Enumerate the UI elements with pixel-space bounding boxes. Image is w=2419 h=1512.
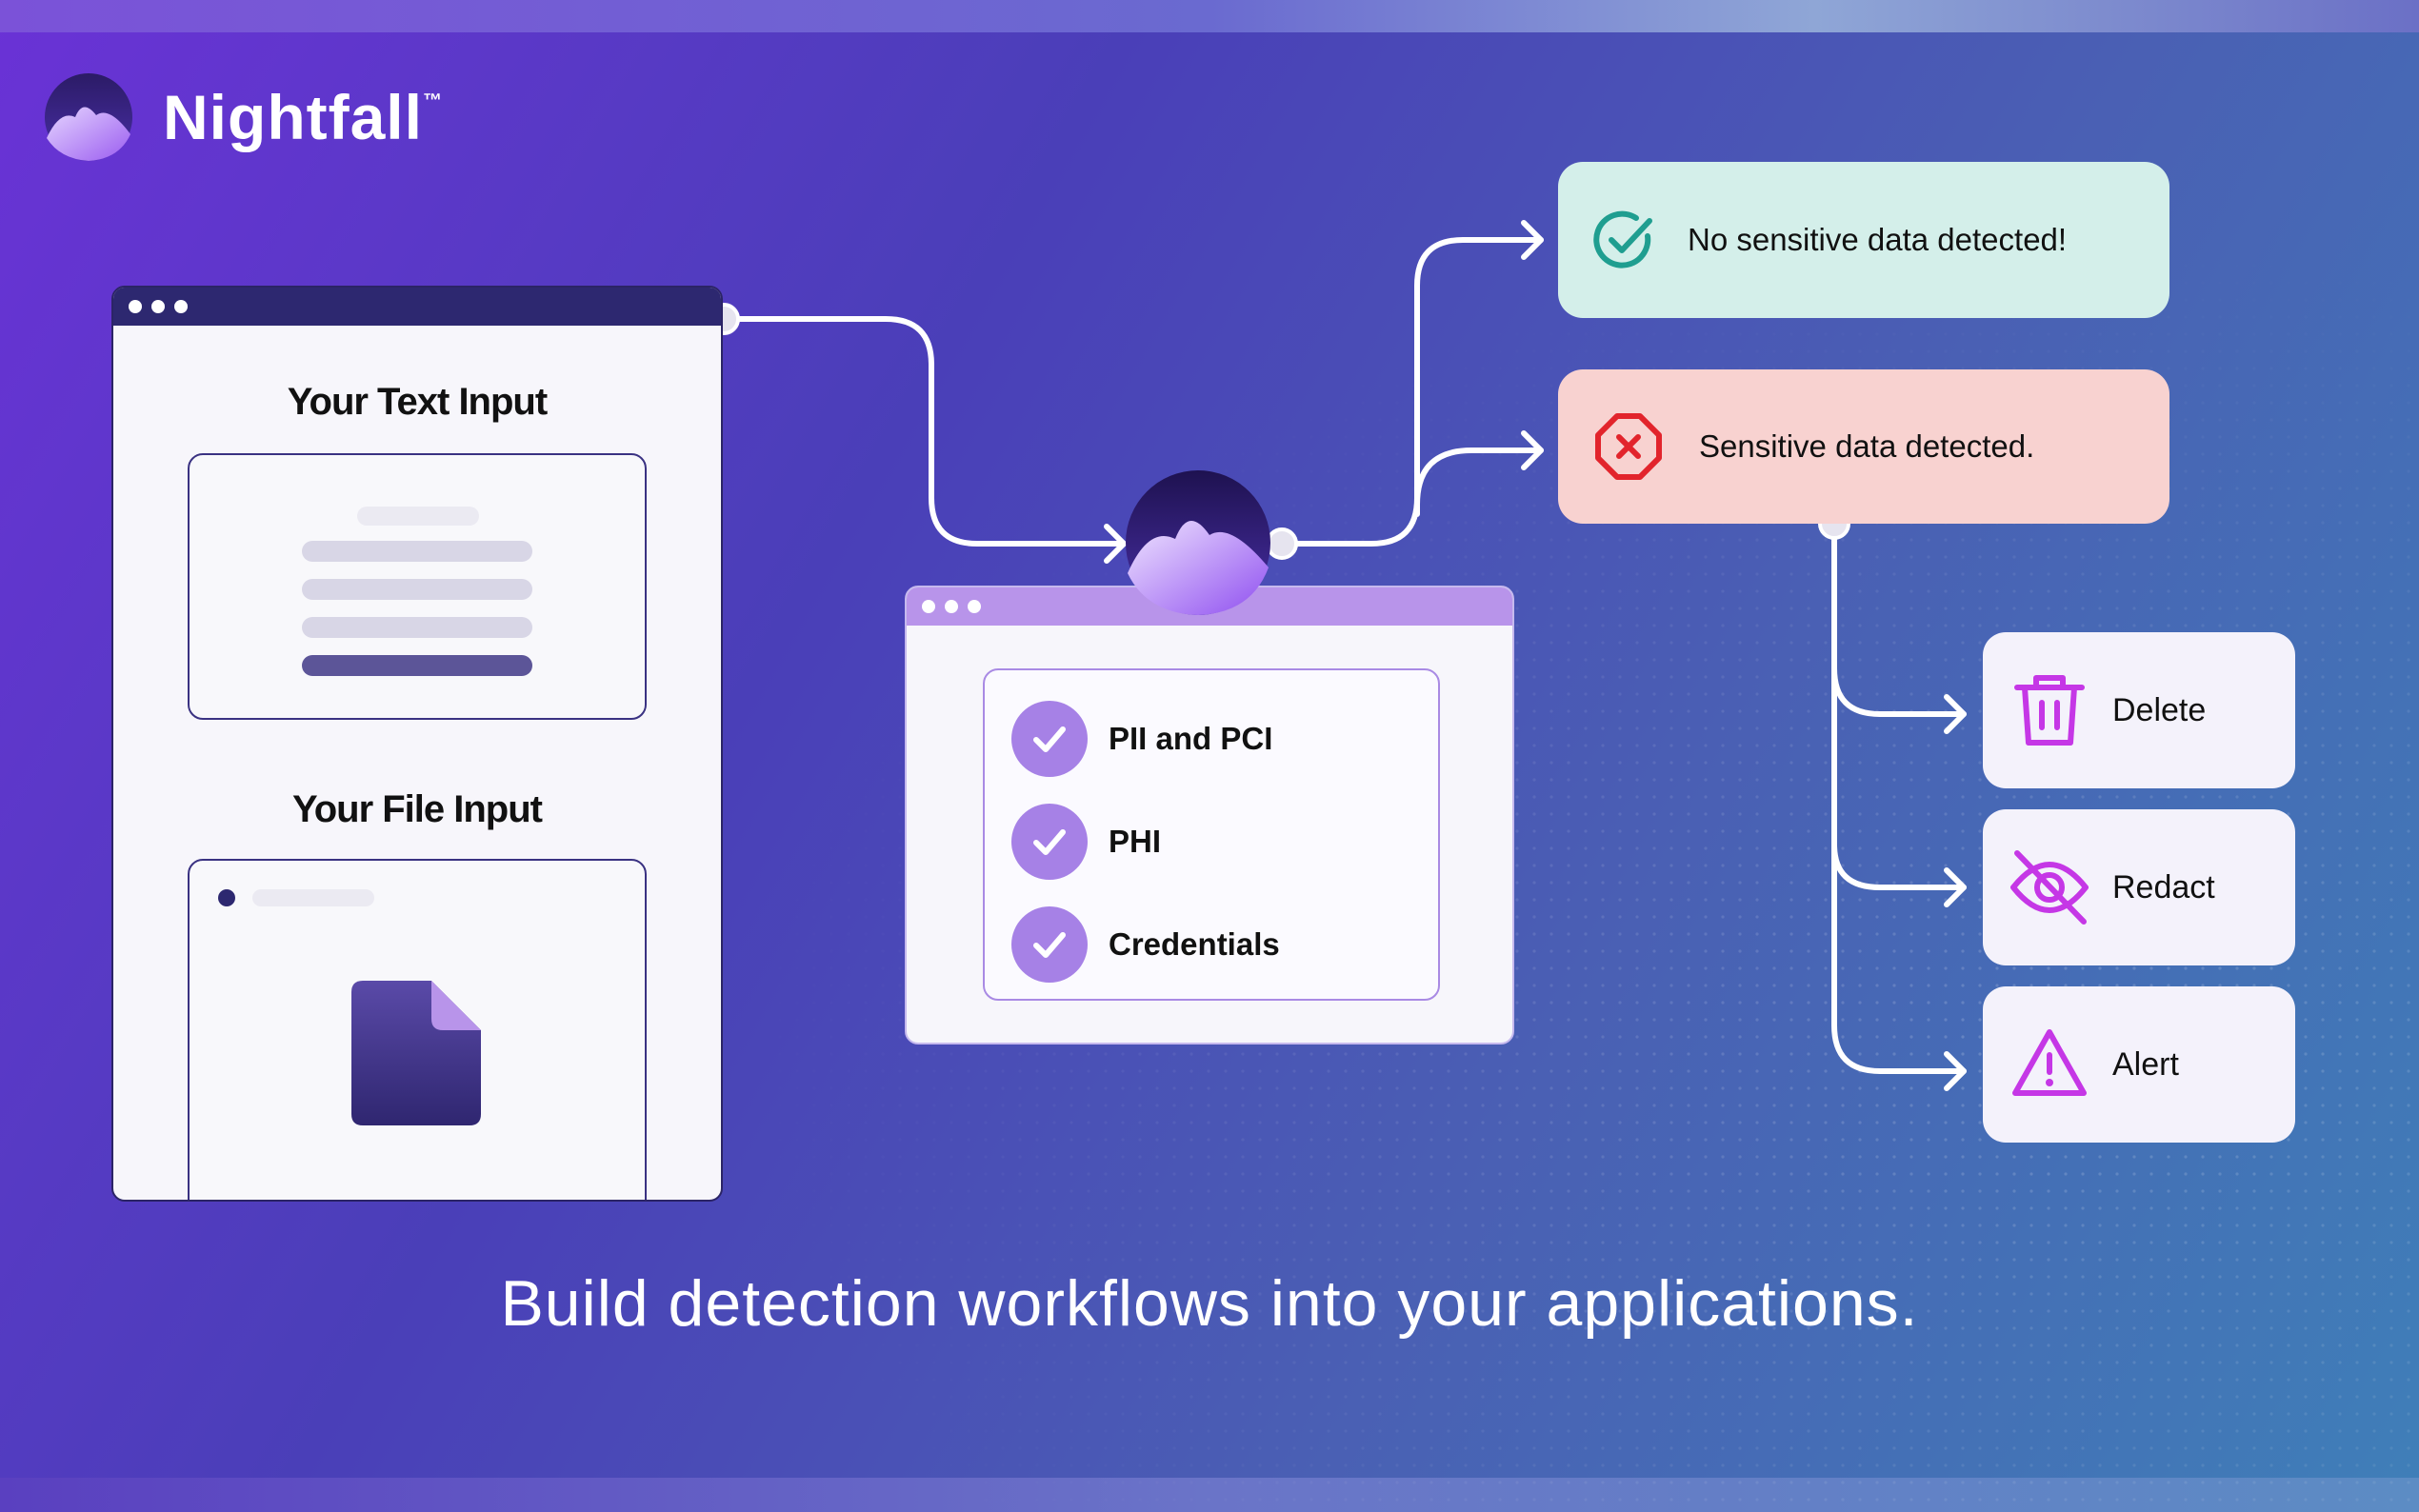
check-circle-icon (1593, 210, 1652, 269)
eye-off-icon (2010, 850, 2089, 925)
result-bad-text: Sensitive data detected. (1699, 428, 2035, 464)
trademark-symbol: ™ (422, 90, 443, 111)
window-dot (968, 600, 981, 613)
action-redact[interactable]: Redact (1983, 809, 2295, 965)
window-dot (174, 300, 188, 313)
window-dot (922, 600, 935, 613)
result-sensitive-data[interactable]: Sensitive data detected. (1558, 369, 2169, 524)
x-octagon-icon (1595, 413, 1662, 480)
brand-name: Nightfall™ (163, 82, 443, 152)
arrow-head-redact (1944, 867, 1967, 907)
nightfall-logo: Nightfall™ (43, 71, 443, 163)
connector-to-alert (1831, 835, 1967, 1074)
text-line (302, 617, 532, 638)
window-dot (945, 600, 958, 613)
checkmark-icon (1011, 906, 1088, 983)
detector-list: PII and PCI PHI Credentials (983, 668, 1440, 1001)
detector-label: Credentials (1109, 926, 1280, 962)
arrow-head-scanner (1104, 524, 1127, 564)
input-window-titlebar (113, 288, 721, 326)
nightfall-scanner-icon (1126, 470, 1270, 615)
result-ok-text: No sensitive data detected! (1688, 222, 2068, 257)
detector-window: PII and PCI PHI Credentials (905, 586, 1514, 1044)
action-alert[interactable]: Alert (1983, 986, 2295, 1143)
file-status-dot (218, 889, 235, 906)
action-delete[interactable]: Delete (1983, 632, 2295, 788)
action-label: Redact (2112, 868, 2215, 905)
warning-icon (2012, 1029, 2087, 1096)
arrow-head-alert (1944, 1051, 1967, 1091)
detector-item[interactable]: PII and PCI (1011, 701, 1272, 777)
detector-item[interactable]: Credentials (1011, 906, 1280, 983)
detector-label: PHI (1109, 824, 1162, 859)
trash-icon (2014, 675, 2085, 746)
connector-bad-to-actions (1831, 521, 1967, 717)
connector-scanner-to-results (1278, 237, 1544, 547)
result-no-sensitive-data[interactable]: No sensitive data detected! (1558, 162, 2169, 318)
action-label: Alert (2112, 1045, 2179, 1083)
text-line (302, 541, 532, 562)
checkmark-icon (1011, 804, 1088, 880)
input-window: Your Text Input Your File Input (111, 286, 723, 1202)
text-line-highlighted (302, 655, 532, 676)
caption: Build detection workflows into your appl… (500, 1267, 1919, 1340)
connector-to-redact (1831, 664, 1967, 890)
document-icon (351, 981, 481, 1125)
text-line (302, 579, 532, 600)
text-input-title: Your Text Input (287, 381, 548, 423)
file-input-box[interactable] (188, 859, 647, 1200)
file-input-title: Your File Input (291, 788, 543, 830)
connector-to-bad (1414, 448, 1544, 517)
file-name-line (252, 889, 374, 906)
checkmark-icon (1011, 701, 1088, 777)
window-dot (151, 300, 165, 313)
arrow-head-delete (1944, 694, 1967, 734)
text-line (357, 507, 479, 526)
text-input-box[interactable] (188, 453, 647, 720)
window-dot (129, 300, 142, 313)
connector-input-to-scanner (721, 316, 1127, 547)
action-label: Delete (2112, 691, 2207, 728)
detector-label: PII and PCI (1109, 721, 1273, 756)
nightfall-logo-icon (45, 73, 132, 161)
arrow-head-ok (1521, 220, 1544, 260)
detector-item[interactable]: PHI (1011, 804, 1161, 880)
arrow-head-bad (1521, 430, 1544, 470)
